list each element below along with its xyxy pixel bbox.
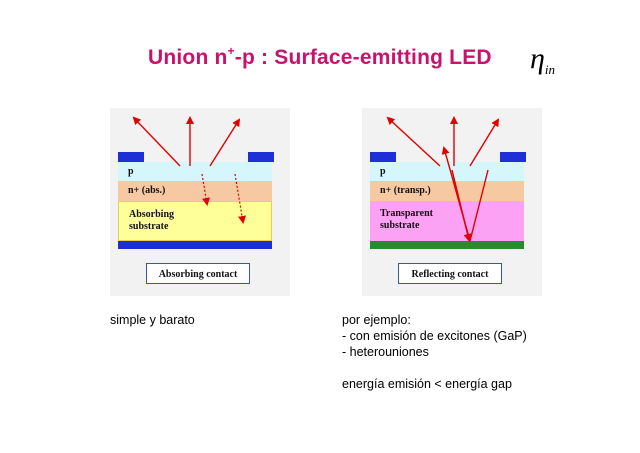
n-transparent-layer: n+ (transp.) [370,181,524,201]
reflected-ray [441,146,471,242]
right-top-contact-pad [248,152,274,162]
note-line-3: - heterouniones [342,345,429,359]
right-notes: por ejemplo: - con emisión de excitones … [342,312,527,392]
right-led-diagram: p n+ (transp.) Transparent substrate Ref… [362,108,542,296]
slide-title: Union n+-p : Surface-emitting LED [148,44,492,70]
reflecting-contact-label: Reflecting contact [398,263,502,284]
incident-ray [469,169,489,242]
note-line-1: por ejemplo: [342,313,411,327]
emitted-ray-left [132,116,181,167]
substrate-label-line2: substrate [129,221,169,232]
title-suffix: -p : Surface-emitting LED [234,46,492,69]
absorbed-ray-2 [234,173,246,224]
n-absorbing-layer: n+ (abs.) [118,181,272,201]
left-led-diagram: p n+ (abs.) Absorbing substrate Absorbin… [110,108,290,296]
left-emission-arrows [132,116,246,224]
eta-in-symbol: ηin [530,44,555,85]
title-prefix: Union n [148,46,228,69]
note-line-2: - con emisión de excitones (GaP) [342,329,527,343]
emitted-ray-right [469,118,500,167]
left-top-contact-pad [370,152,396,162]
emitted-ray-left [386,116,441,167]
p-layer: p [118,162,272,181]
title-superscript: + [227,44,235,58]
substrate-label-line1: Absorbing [129,209,175,220]
transparent-substrate: Transparent substrate [370,201,524,241]
right-emission-arrows [386,116,500,242]
p-layer: p [370,162,524,181]
absorbing-contact-label: Absorbing contact [146,263,250,284]
left-note: simple y barato [110,313,195,327]
eta-main: η [530,42,545,75]
note-spacer [342,360,527,376]
absorbing-contact-bar [118,241,272,249]
note-line-4: energía emisión < energía gap [342,377,512,391]
substrate-label-line1: Transparent [380,208,433,219]
right-top-contact-pad [500,152,526,162]
eta-subscript: in [544,62,556,77]
substrate-label-line2: substrate [380,220,420,231]
left-top-contact-pad [118,152,144,162]
reflecting-contact-bar [370,241,524,249]
absorbed-ray-1 [201,173,210,206]
absorbing-substrate: Absorbing substrate [118,201,272,241]
emitted-ray-right [209,118,241,167]
